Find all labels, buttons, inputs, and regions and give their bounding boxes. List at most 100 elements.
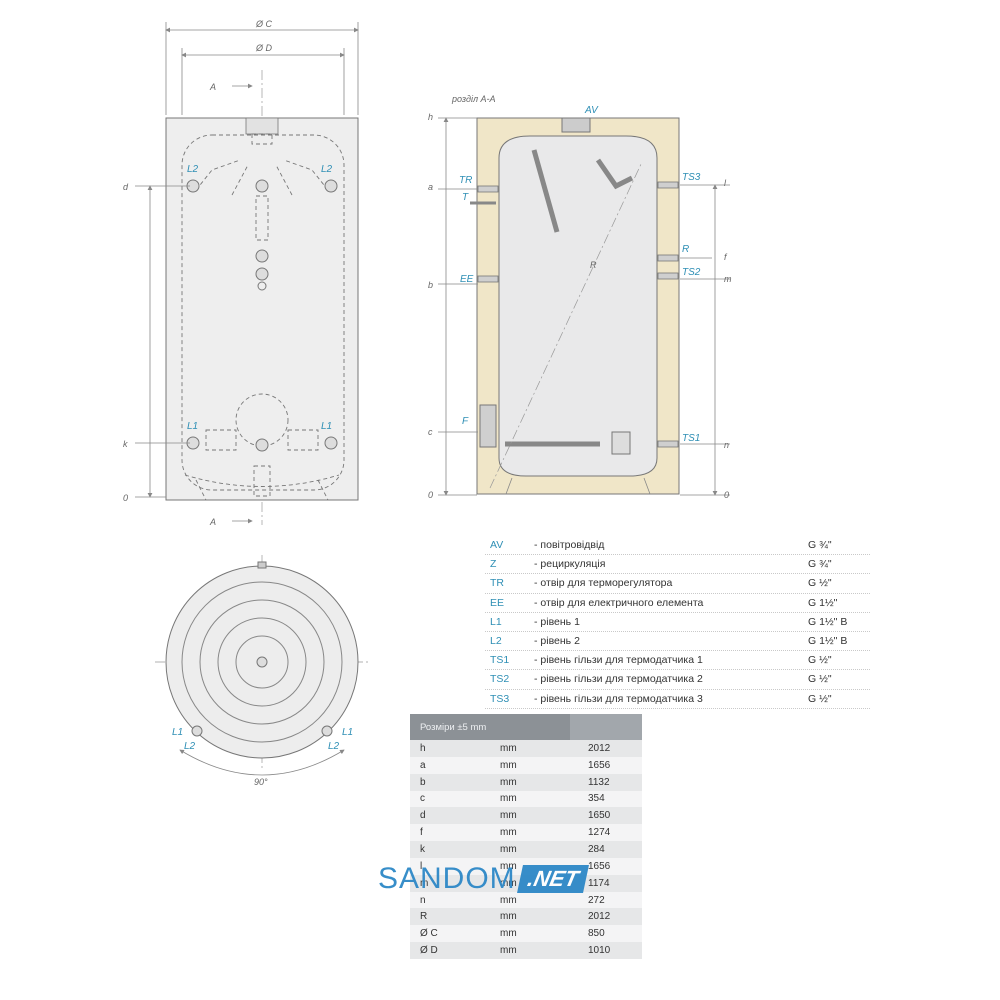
dimension-unit: mm [500, 928, 517, 940]
dimension-unit: mm [500, 759, 517, 771]
legend-code: L1 [490, 615, 502, 628]
radius-label: R [590, 260, 597, 270]
dim-oc-label: Ø C [255, 19, 273, 29]
watermark-text: SANDOM [378, 862, 516, 895]
dimension-unit: mm [500, 911, 517, 923]
section-dim-h: h [428, 112, 433, 122]
dimensions-header: Розміри ±5 mm [410, 714, 642, 740]
front-dim-k: k [123, 439, 128, 449]
legend-desc: - повітровідвід [534, 539, 605, 552]
legend-row: TS1 - рівень гільзи для термодатчика 1 G… [485, 651, 870, 671]
front-dim-0: 0 [123, 493, 128, 503]
dimension-unit: mm [500, 945, 517, 957]
dimension-name: a [420, 759, 426, 771]
legend-size: G ½" [808, 692, 832, 705]
dimension-value: 1650 [588, 810, 611, 822]
dimension-unit: mm [500, 776, 517, 788]
dimension-name: c [420, 793, 425, 805]
legend-desc: - рівень 1 [534, 615, 580, 628]
legend-desc: - рівень гільзи для термодатчика 3 [534, 692, 703, 705]
legend-code: TS1 [490, 654, 510, 667]
dimension-value: 284 [588, 843, 605, 855]
dimension-value: 1656 [588, 860, 611, 872]
section-dim-0-right: 0 [724, 490, 729, 500]
dimension-value: 2012 [588, 911, 611, 923]
dimension-value: 1656 [588, 759, 611, 771]
dimension-name: l [420, 860, 423, 872]
legend-size: G ½" [808, 577, 832, 590]
legend-size: G 1½" B [808, 615, 848, 628]
dimension-unit: mm [500, 810, 517, 822]
legend-desc: - рівень 2 [534, 635, 580, 648]
top-port-l1-left: L1 [172, 727, 183, 738]
watermark-badge: .NET [516, 865, 589, 893]
front-dim-d: d [123, 182, 129, 192]
port-tr: TR [459, 175, 472, 186]
legend-size: G ½" [808, 673, 832, 686]
legend-row: TR - отвір для терморегулятора G ½" [485, 574, 870, 594]
dimension-row: a mm 1656 [410, 756, 642, 774]
dimension-value: 272 [588, 894, 605, 906]
port-r: R [682, 244, 689, 255]
front-port-l1-left: L1 [187, 421, 198, 432]
dim-od-label: Ø D [255, 43, 273, 53]
legend-desc: - отвір для електричного елемента [534, 596, 704, 609]
dimension-name: h [420, 742, 426, 754]
front-port-l2-left: L2 [187, 164, 199, 175]
dimension-value: 2012 [588, 742, 611, 754]
legend-row: L2 - рівень 2 G 1½" B [485, 632, 870, 652]
inner-tank [498, 135, 658, 477]
dimension-unit: mm [500, 894, 517, 906]
top-port-l1-right: L1 [342, 727, 353, 738]
top-port-l2-right: L2 [328, 741, 340, 752]
section-dim-l: l [724, 178, 727, 188]
legend-size: G ¾" [808, 539, 832, 552]
dimension-name: f [420, 827, 423, 839]
port-ts3: TS3 [682, 172, 701, 183]
port-ee: EE [460, 274, 474, 285]
watermark-logo: SANDOM .NET [378, 862, 589, 896]
front-view: Ø C Ø D A A [123, 19, 359, 527]
dimension-name: Ø C [420, 928, 438, 940]
dimension-unit: mm [500, 877, 517, 889]
legend-row: AV - повітровідвід G ¾" [485, 536, 870, 556]
section-dim-f: f [724, 252, 728, 262]
top-port-l2-left: L2 [184, 741, 196, 752]
section-view: розділ A-A R [428, 94, 732, 500]
dimension-unit: mm [500, 742, 517, 754]
legend-code: Z [490, 558, 497, 571]
legend-row: EE - отвір для електричного елемента G 1… [485, 594, 870, 613]
legend-row: L1 - рівень 1 G 1½" B [485, 613, 870, 632]
section-dim-a: a [428, 182, 433, 192]
section-title: розділ A-A [451, 94, 496, 104]
legend-row: TS2 - рівень гільзи для термодатчика 2 G… [485, 670, 870, 690]
legend-desc: - рівень гільзи для термодатчика 2 [534, 673, 703, 686]
legend-code: TR [490, 577, 504, 590]
dimension-value: 1132 [588, 776, 610, 788]
dimension-name: Ø D [420, 945, 438, 957]
section-dim-b: b [428, 280, 433, 290]
dimension-name: b [420, 776, 426, 788]
dimension-row: Ø C mm 850 [410, 925, 642, 943]
dimension-row: h mm 2012 [410, 740, 642, 757]
legend-code: L2 [490, 635, 502, 648]
port-f: F [462, 416, 469, 427]
dimension-value: 1274 [588, 827, 611, 839]
legend-row: Z - рециркуляція G ¾" [485, 555, 870, 575]
legend-row: TS3 - рівень гільзи для термодатчика 3 G… [485, 690, 870, 709]
legend-size: G ½" [808, 654, 832, 667]
dimension-name: m [420, 877, 429, 889]
dimension-value: 850 [588, 928, 605, 940]
dimension-unit: mm [500, 860, 517, 872]
dimension-value: 1174 [588, 877, 610, 889]
top-angle-label: 90° [254, 777, 268, 787]
dimension-unit: mm [500, 793, 517, 805]
legend-desc: - отвір для терморегулятора [534, 577, 673, 590]
